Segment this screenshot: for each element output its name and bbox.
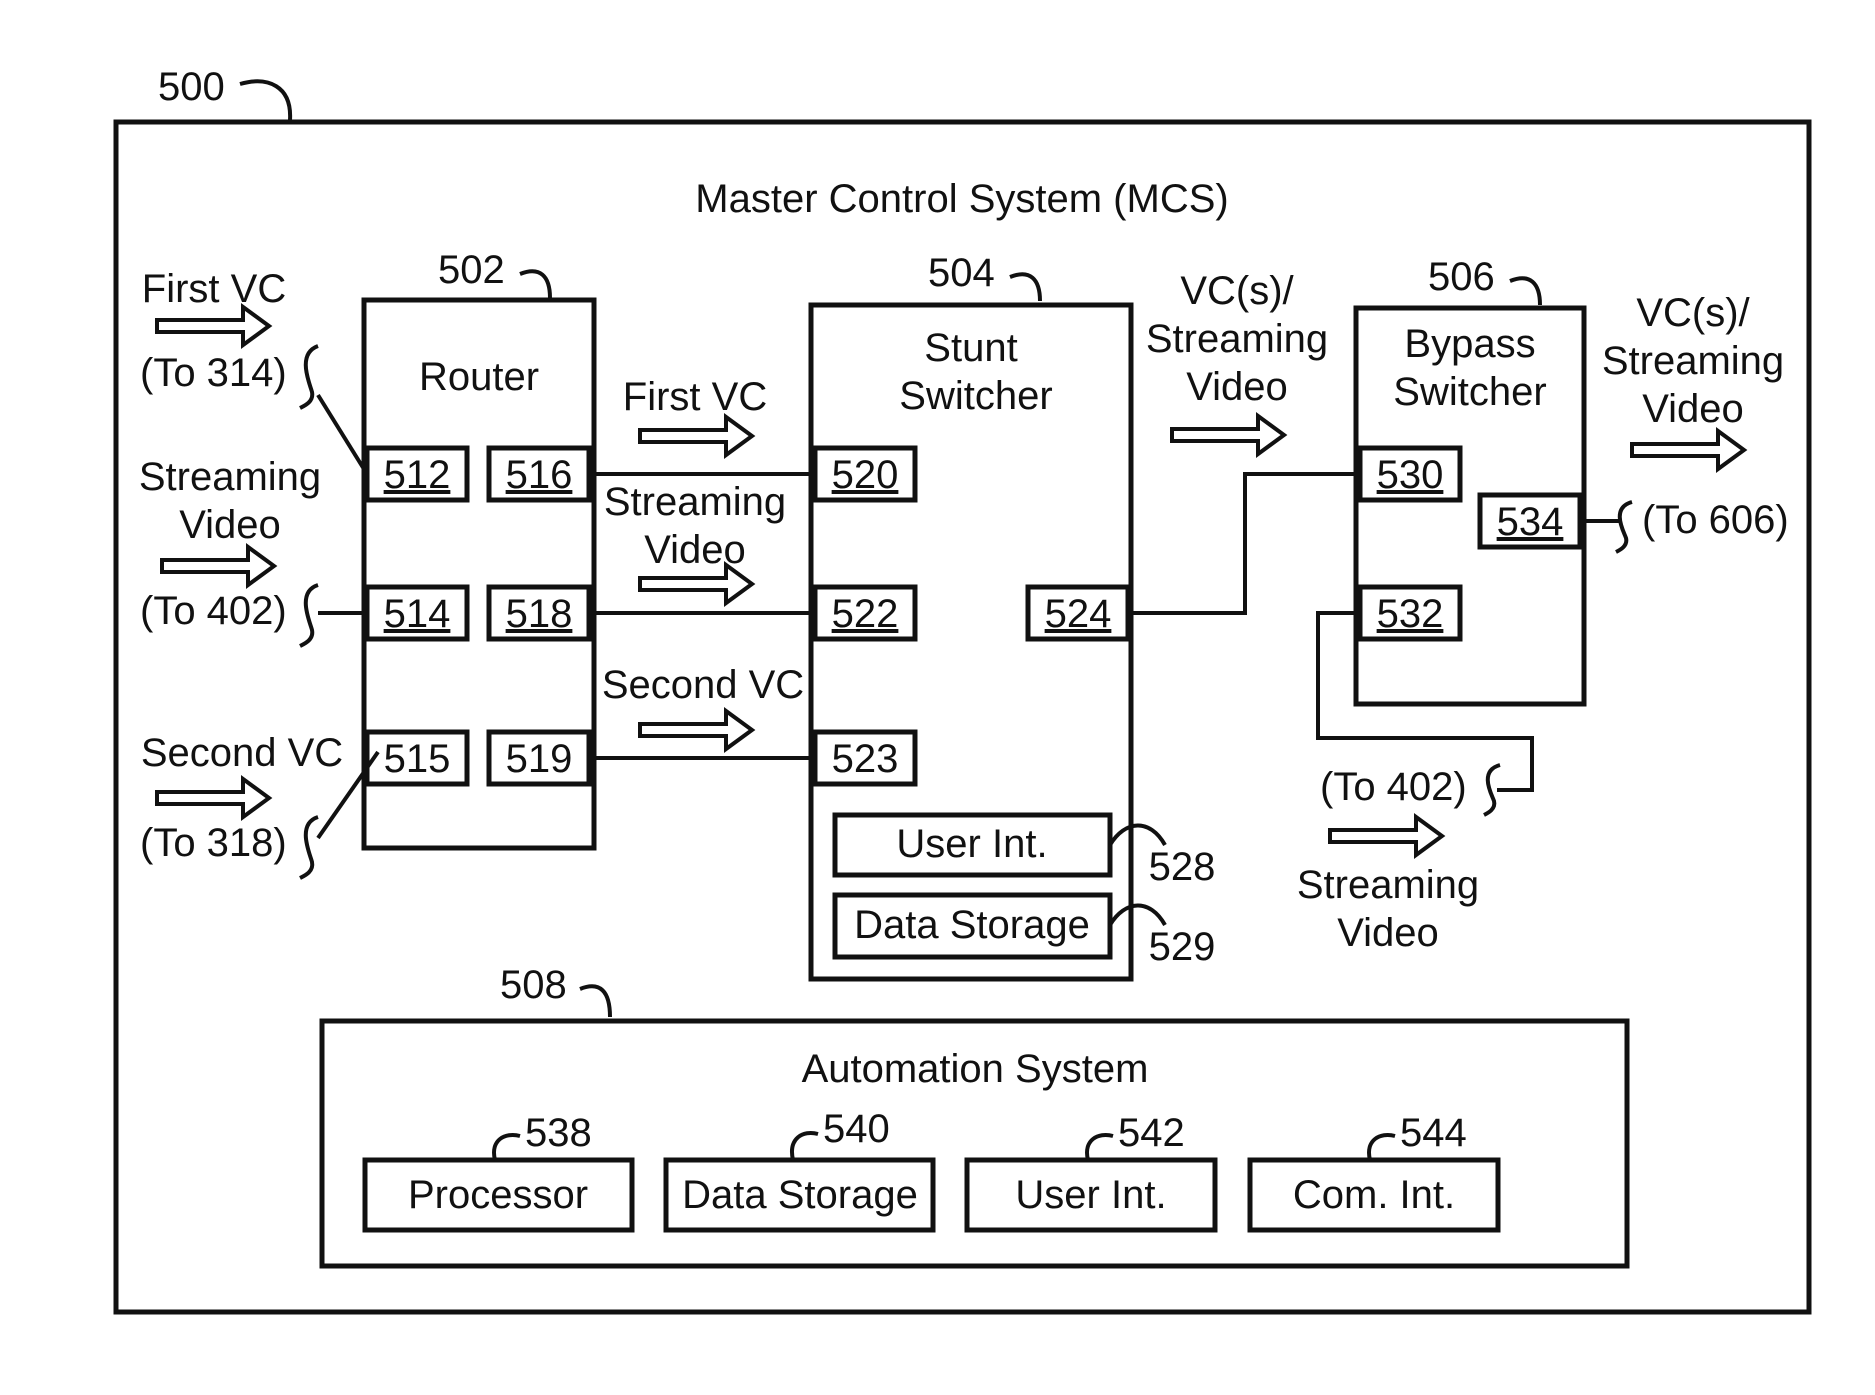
input-to-314-label: (To 314) bbox=[140, 351, 287, 395]
bypass-port-534-label: 534 bbox=[1497, 500, 1564, 544]
mid-streaming-label-2: Video bbox=[644, 528, 746, 572]
stunt-switcher-title-2: Switcher bbox=[899, 374, 1052, 418]
bypass-switcher-title-2: Switcher bbox=[1393, 370, 1546, 414]
router-port-514-label: 514 bbox=[384, 592, 451, 636]
router-port-518-label: 518 bbox=[506, 592, 573, 636]
automation-data-storage-ref: 540 bbox=[823, 1107, 890, 1151]
stunt-port-522-label: 522 bbox=[832, 592, 899, 636]
router-port-512-label: 512 bbox=[384, 453, 451, 497]
input-second-vc-label: Second VC bbox=[141, 731, 343, 775]
stunt-data-storage-label: Data Storage bbox=[854, 903, 1090, 947]
automation-system-ref: 508 bbox=[500, 963, 567, 1007]
mcs-title: Master Control System (MCS) bbox=[695, 177, 1228, 221]
mid-second-vc-label: Second VC bbox=[602, 663, 804, 707]
bypass-switcher-ref: 506 bbox=[1428, 255, 1495, 299]
bypass-in-label-2: Video bbox=[1337, 911, 1439, 955]
stunt-out-label-2: Streaming bbox=[1146, 317, 1328, 361]
stunt-user-int-ref: 528 bbox=[1149, 845, 1216, 889]
automation-system-title: Automation System bbox=[802, 1047, 1149, 1091]
router-title: Router bbox=[419, 355, 539, 399]
bypass-port-530-label: 530 bbox=[1377, 453, 1444, 497]
bypass-out-to-606: (To 606) bbox=[1642, 498, 1789, 542]
automation-data-storage-label: Data Storage bbox=[682, 1173, 918, 1217]
router-port-516-label: 516 bbox=[506, 453, 573, 497]
router-ref: 502 bbox=[438, 248, 505, 292]
stunt-switcher-ref: 504 bbox=[928, 251, 995, 295]
bypass-out-label-1: VC(s)/ bbox=[1636, 291, 1750, 335]
stunt-out-label-1: VC(s)/ bbox=[1180, 269, 1294, 313]
bypass-port-532-label: 532 bbox=[1377, 592, 1444, 636]
input-streaming-label-1: Streaming bbox=[139, 455, 321, 499]
input-to-402-label: (To 402) bbox=[140, 589, 287, 633]
automation-com-int-ref: 544 bbox=[1400, 1111, 1467, 1155]
stunt-switcher-title-1: Stunt bbox=[924, 326, 1017, 370]
automation-user-int-label: User Int. bbox=[1015, 1173, 1166, 1217]
input-streaming-label-2: Video bbox=[179, 503, 281, 547]
bypass-switcher-title-1: Bypass bbox=[1404, 322, 1535, 366]
automation-com-int-label: Com. Int. bbox=[1293, 1173, 1455, 1217]
router-port-519-label: 519 bbox=[506, 737, 573, 781]
bypass-out-label-2: Streaming bbox=[1602, 339, 1784, 383]
stunt-port-524-label: 524 bbox=[1045, 592, 1112, 636]
input-to-318-label: (To 318) bbox=[140, 821, 287, 865]
figure-ref-500-leader bbox=[240, 81, 290, 120]
bypass-in-to-402: (To 402) bbox=[1320, 765, 1467, 809]
mid-streaming-label-1: Streaming bbox=[604, 480, 786, 524]
automation-processor-label: Processor bbox=[408, 1173, 588, 1217]
mid-first-vc-label: First VC bbox=[623, 375, 767, 419]
input-first-vc-label: First VC bbox=[142, 267, 286, 311]
stunt-user-int-label: User Int. bbox=[896, 822, 1047, 866]
stunt-port-520-label: 520 bbox=[832, 453, 899, 497]
automation-user-int-ref: 542 bbox=[1118, 1111, 1185, 1155]
bypass-out-label-3: Video bbox=[1642, 387, 1744, 431]
router-port-515-label: 515 bbox=[384, 737, 451, 781]
stunt-out-label-3: Video bbox=[1186, 365, 1288, 409]
stunt-data-storage-ref: 529 bbox=[1149, 925, 1216, 969]
bypass-in-label-1: Streaming bbox=[1297, 863, 1479, 907]
stunt-port-523-label: 523 bbox=[832, 737, 899, 781]
figure-ref-500: 500 bbox=[158, 65, 225, 109]
automation-processor-ref: 538 bbox=[525, 1111, 592, 1155]
